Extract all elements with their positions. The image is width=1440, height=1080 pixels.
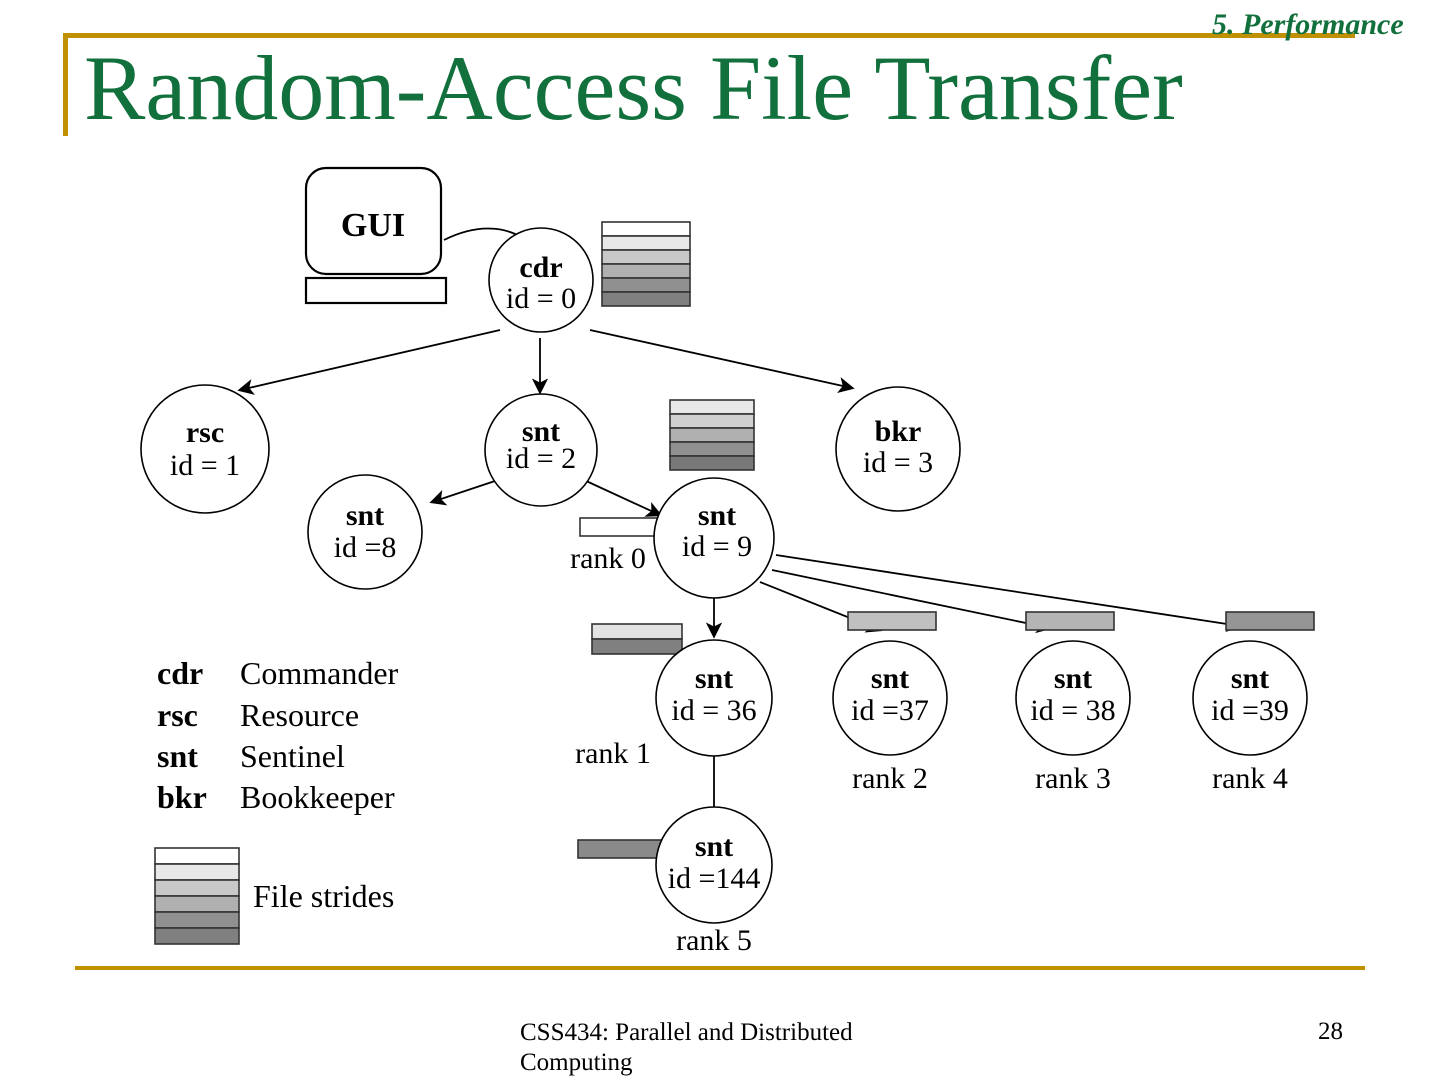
- legend-abbreviations: cdr Commander rsc Resource snt Sentinel …: [157, 655, 399, 815]
- edge-snt9-to-snt39: [775, 554, 1243, 632]
- legend-word-snt: Sentinel: [240, 738, 345, 774]
- section-tag: 5. Performance: [1212, 8, 1404, 41]
- gui-base: [304, 276, 448, 305]
- node-snt144-tag: snt: [695, 830, 733, 863]
- node-snt36-id: id = 36: [671, 694, 756, 727]
- node-snt144[interactable]: snt id =144: [655, 806, 773, 924]
- node-bkr3-id: id = 3: [863, 446, 933, 479]
- stride-bar-rank3: [1025, 611, 1115, 631]
- node-snt9-tag: snt: [698, 499, 736, 532]
- node-snt9-rank: rank 0: [570, 542, 646, 575]
- header-rule-left: [63, 33, 68, 136]
- architecture-diagram: GUI: [0, 150, 1440, 970]
- node-snt37[interactable]: snt id =37: [832, 640, 948, 756]
- header-rule-top: [63, 33, 1355, 38]
- node-snt144-rank: rank 5: [676, 924, 752, 957]
- node-snt9[interactable]: snt id = 9: [653, 477, 775, 599]
- legend-file-strides-label: File strides: [253, 878, 394, 914]
- node-snt2-tag: snt: [522, 415, 560, 448]
- node-snt37-rank: rank 2: [852, 762, 928, 795]
- footer-course-line1: CSS434: Parallel and Distributed: [520, 1019, 853, 1046]
- legend-abbr-cdr: cdr: [157, 655, 203, 691]
- footer-rule: [75, 966, 1365, 970]
- footer-course: CSS434: Parallel and Distributed Computi…: [520, 1018, 1000, 1077]
- stride-bar-rank4: [1225, 611, 1315, 631]
- legend-file-strides: File strides: [154, 847, 394, 945]
- node-snt37-id: id =37: [851, 694, 929, 727]
- node-snt36-tag: snt: [695, 662, 733, 695]
- stride-bar-rank1: [591, 623, 683, 655]
- node-rsc1[interactable]: rsc id = 1: [140, 384, 270, 514]
- node-snt8-tag: snt: [346, 499, 384, 532]
- edge-cdr-to-rsc: [237, 329, 501, 395]
- node-snt39-id: id =39: [1211, 694, 1289, 727]
- legend-word-cdr: Commander: [240, 655, 399, 691]
- node-snt39-rank: rank 4: [1212, 762, 1288, 795]
- node-snt37-tag: snt: [871, 662, 909, 695]
- node-snt39-tag: snt: [1231, 662, 1269, 695]
- stride-stack-cdr: [601, 221, 691, 307]
- node-snt38-tag: snt: [1054, 662, 1092, 695]
- node-snt2[interactable]: snt id = 2: [484, 393, 598, 507]
- legend-word-bkr: Bookkeeper: [240, 779, 395, 815]
- node-snt9-id: id = 9: [682, 530, 752, 563]
- edge-snt2-to-snt9: [583, 479, 663, 517]
- node-cdr0[interactable]: cdr id = 0: [488, 227, 594, 333]
- gui-screen: [304, 166, 443, 276]
- node-snt38[interactable]: snt id = 38: [1015, 640, 1131, 756]
- node-snt39[interactable]: snt id =39: [1192, 640, 1308, 756]
- node-snt36[interactable]: snt id = 36: [655, 639, 773, 757]
- node-rsc1-id: id = 1: [170, 449, 240, 482]
- node-cdr0-id: id = 0: [506, 282, 576, 315]
- node-snt36-rank: rank 1: [575, 737, 651, 770]
- edge-snt2-to-snt8: [429, 479, 499, 506]
- edge-snt9-to-snt38: [771, 569, 1053, 634]
- node-snt8[interactable]: snt id =8: [307, 474, 423, 590]
- legend-abbr-bkr: bkr: [157, 779, 207, 815]
- gui-terminal: GUI: [304, 166, 448, 305]
- node-snt38-id: id = 38: [1030, 694, 1115, 727]
- node-bkr3[interactable]: bkr id = 3: [835, 386, 961, 512]
- node-bkr3-tag: bkr: [875, 415, 922, 448]
- gui-label: GUI: [341, 207, 405, 244]
- footer-page-number: 28: [1318, 1018, 1343, 1045]
- node-snt2-id: id = 2: [506, 442, 576, 475]
- page-title: Random-Access File Transfer: [84, 37, 1183, 139]
- node-snt144-id: id =144: [668, 862, 761, 895]
- node-snt8-id: id =8: [334, 531, 397, 564]
- stride-stack-snt2: [669, 399, 755, 471]
- legend-word-rsc: Resource: [240, 697, 359, 733]
- node-snt38-rank: rank 3: [1035, 762, 1111, 795]
- legend-abbr-snt: snt: [157, 738, 198, 774]
- stride-bar-rank2: [847, 611, 937, 631]
- node-cdr0-tag: cdr: [519, 251, 562, 284]
- node-rsc1-tag: rsc: [186, 416, 224, 449]
- footer-course-line2: Computing: [520, 1048, 633, 1076]
- edge-cdr-to-bkr: [589, 329, 855, 393]
- legend-abbr-rsc: rsc: [157, 697, 198, 733]
